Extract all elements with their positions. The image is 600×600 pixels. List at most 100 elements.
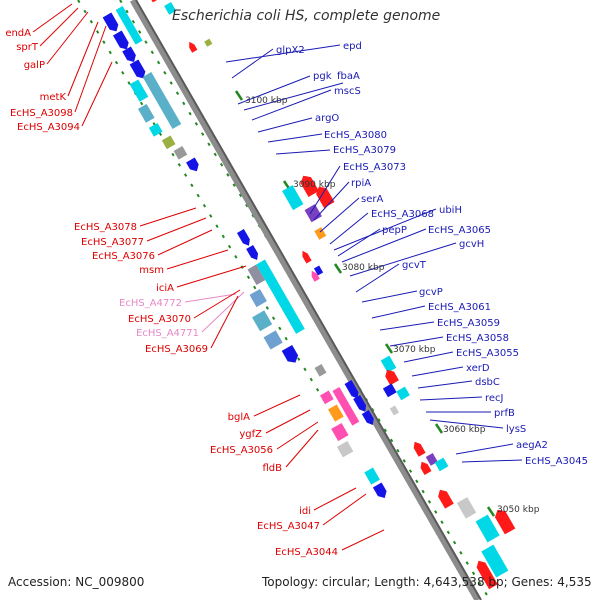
gene-label-EcHS_A3059: EcHS_A3059	[437, 318, 500, 329]
gene-label-epd: epd	[343, 41, 362, 52]
left-gene-labels: endA sprT galP metK EcHS_A3098 EcHS_A309…	[5, 28, 338, 558]
right-label-connector	[257, 117, 313, 133]
right-label-connector	[379, 321, 435, 331]
gene-block-forward	[263, 330, 283, 350]
right-label-connector	[231, 48, 274, 79]
gene-label-glpX2: glpX2	[276, 45, 305, 56]
left-label-connector	[67, 21, 99, 97]
gene-block-reverse	[476, 560, 498, 590]
gene-label-serA: serA	[361, 194, 383, 205]
gene-block-forward	[331, 422, 349, 442]
right-label-connector	[309, 165, 341, 215]
gene-label-pepP: pepP	[382, 225, 407, 236]
left-label-connector	[146, 217, 207, 242]
gene-block-forward	[247, 264, 266, 286]
right-label-connector	[275, 149, 331, 155]
gene-block-reverse	[151, 0, 158, 3]
right-label-connector	[237, 75, 311, 105]
gene-label-ygfZ: ygfZ	[239, 429, 262, 440]
gene-label-EcHS_A3079: EcHS_A3079	[333, 145, 396, 156]
right-label-connector	[337, 228, 381, 257]
gene-block-reverse	[302, 250, 312, 264]
gene-block-reverse	[313, 265, 324, 276]
right-label-connector	[371, 305, 426, 319]
gene-block-reverse	[204, 38, 213, 47]
right-label-connector	[419, 396, 483, 401]
gene-label-pgk: pgk	[313, 71, 332, 82]
gene-block-forward	[281, 344, 299, 363]
gene-block-reverse	[420, 461, 432, 475]
kbp-label-3100: 3100 kbp	[245, 96, 288, 106]
gene-label-msm: msm	[139, 265, 164, 276]
gene-label-gcvP: gcvP	[419, 287, 443, 298]
gene-label-recJ: recJ	[485, 393, 504, 404]
gene-block-forward	[353, 395, 367, 412]
right-label-connector	[417, 380, 473, 389]
right-label-connector	[243, 82, 344, 111]
left-label-connector	[253, 394, 301, 417]
right-label-connector	[267, 133, 323, 143]
kbp-label-3050: 3050 kbp	[497, 505, 540, 515]
gene-block-forward	[246, 244, 259, 260]
right-label-connector	[333, 208, 437, 251]
gene-label-fbaA: fbaA	[337, 71, 360, 82]
right-label-connector	[403, 351, 454, 363]
right-gene-labels: epd glpX2 pgk fbaA mscS argO EcHS_A3080 …	[276, 41, 588, 467]
right-label-connector	[355, 263, 400, 293]
gene-label-EcHS_A3069: EcHS_A3069	[145, 344, 208, 355]
gene-block-reverse	[189, 41, 198, 53]
gene-block-forward	[113, 30, 129, 50]
right-label-connector	[455, 443, 514, 455]
gene-block-reverse	[385, 369, 399, 386]
gene-label-EcHS_A3044: EcHS_A3044	[275, 547, 338, 558]
gene-label-EcHS_A3078: EcHS_A3078	[74, 222, 137, 233]
gene-label-EcHS_A3058: EcHS_A3058	[446, 333, 509, 344]
left-label-connector	[81, 61, 113, 127]
gene-label-idi: idi	[299, 506, 311, 517]
gene-block-forward	[186, 157, 199, 172]
right-label-connector	[329, 212, 369, 245]
gene-features	[102, 0, 516, 590]
gene-label-EcHS_A3080: EcHS_A3080	[324, 130, 387, 141]
gene-label-EcHS_A3070: EcHS_A3070	[128, 314, 191, 325]
gene-label-prfB: prfB	[494, 408, 515, 419]
gene-block-forward	[161, 135, 176, 150]
accession-text: Accession: NC_009800	[8, 575, 145, 589]
left-label-connector	[157, 229, 213, 256]
gene-ribbon	[115, 5, 143, 45]
gene-block-forward	[137, 103, 155, 123]
gene-block-reverse	[389, 405, 400, 416]
gene-label-EcHS_A3055: EcHS_A3055	[456, 348, 519, 359]
right-label-connector	[461, 459, 523, 463]
topology-text: Topology: circular; Length: 4,643,538 bp…	[262, 575, 592, 589]
gene-label-lysS: lysS	[506, 424, 526, 435]
gene-block-reverse	[380, 355, 397, 373]
left-label-connector	[176, 265, 247, 288]
gene-block-forward	[236, 228, 250, 246]
gene-block-forward	[328, 404, 344, 422]
left-label-connector	[32, 3, 73, 33]
gene-label-dsbC: dsbC	[475, 377, 500, 388]
left-label-connector	[166, 249, 229, 270]
kbp-label-3080: 3080 kbp	[342, 263, 385, 273]
gene-block-reverse	[481, 544, 509, 578]
gene-label-xerD: xerD	[466, 363, 490, 374]
gene-ribbon	[332, 386, 360, 426]
gene-block-reverse	[311, 270, 320, 282]
right-label-connector	[319, 197, 360, 233]
left-label-connector	[322, 493, 367, 526]
gene-block-forward	[173, 145, 188, 160]
gene-label-ubiH: ubiH	[439, 205, 462, 216]
gene-label-metK: metK	[40, 92, 67, 103]
right-label-connector	[361, 290, 418, 303]
kbp-label-3070: 3070 kbp	[393, 345, 436, 355]
gene-block-forward	[372, 482, 387, 498]
gene-label-galP: galP	[24, 60, 45, 71]
right-label-connector	[429, 419, 504, 429]
gene-label-EcHS_A3094: EcHS_A3094	[17, 122, 80, 133]
label-connectors	[32, 3, 523, 551]
gene-block-reverse	[300, 175, 319, 197]
kbp-scale-labels: 3100 kbp 3090 kbp 3080 kbp 3070 kbp 3060…	[245, 96, 540, 515]
gene-label-sprT: sprT	[16, 42, 39, 53]
